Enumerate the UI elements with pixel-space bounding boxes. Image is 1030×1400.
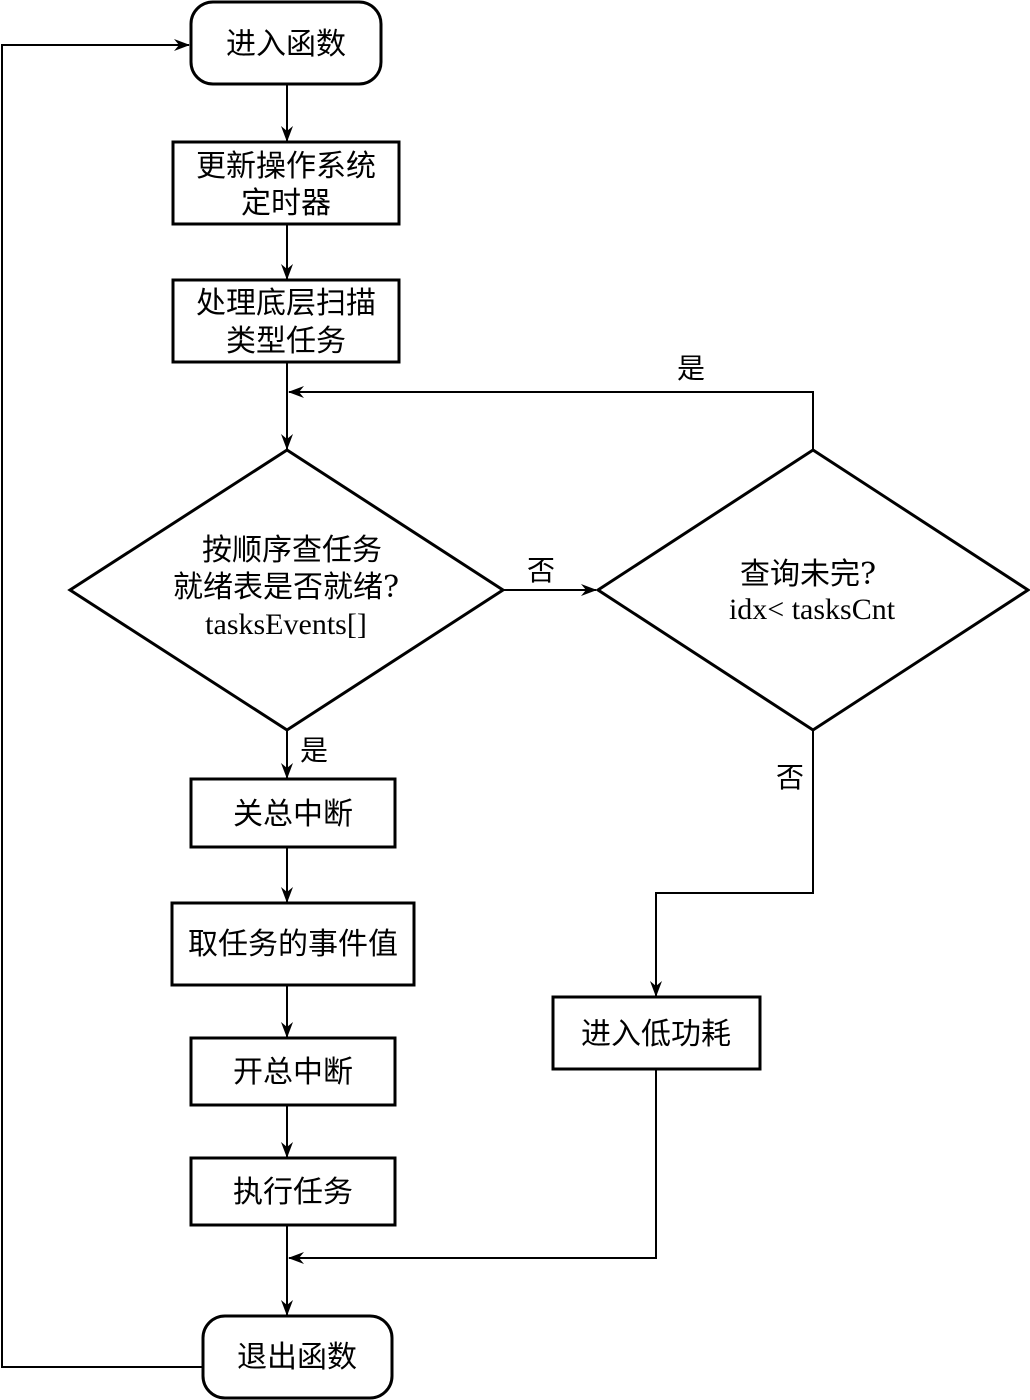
node-disable-interrupts: 关总中断 bbox=[189, 777, 397, 849]
label-ready-no: 否 bbox=[527, 554, 555, 587]
node-query-unfinished: 查询未完? idx< tasksCnt bbox=[595, 448, 1030, 732]
label-query-yes: 是 bbox=[677, 352, 705, 385]
node-process-scan-tasks: 处理底层扫描 类型任务 bbox=[171, 278, 401, 364]
node-enter-function: 进入函数 bbox=[189, 0, 383, 86]
node-execute-task: 执行任务 bbox=[189, 1156, 397, 1227]
arrow-exit-loop-back bbox=[1, 39, 203, 1368]
disable-interrupts-label: 关总中断 bbox=[233, 797, 353, 832]
check-ready-line-1: 按顺序查任务 bbox=[202, 533, 382, 568]
node-get-event-value: 取任务的事件值 bbox=[170, 901, 416, 987]
node-check-ready: 按顺序查任务 就绪表是否就绪? tasksEvents[] bbox=[67, 448, 506, 732]
get-event-value-label: 取任务的事件值 bbox=[188, 927, 398, 962]
process-scan-tasks-line-2: 类型任务 bbox=[226, 324, 346, 359]
query-unfinished-line-2: idx< tasksCnt bbox=[729, 593, 896, 626]
arrow-query-no-to-low-power bbox=[650, 730, 814, 997]
update-os-timer-line-1: 更新操作系统 bbox=[196, 149, 376, 184]
node-exit-function: 退出函数 bbox=[201, 1314, 394, 1400]
label-ready-yes: 是 bbox=[300, 734, 328, 767]
arrow-query-yes-loop bbox=[288, 386, 814, 450]
update-os-timer-line-2: 定时器 bbox=[241, 186, 331, 221]
node-update-os-timer: 更新操作系统 定时器 bbox=[171, 140, 401, 226]
check-ready-line-3: tasksEvents[] bbox=[205, 608, 367, 641]
enter-low-power-label: 进入低功耗 bbox=[581, 1017, 731, 1052]
execute-task-label: 执行任务 bbox=[233, 1175, 353, 1210]
query-unfinished-line-1: 查询未完? bbox=[740, 557, 876, 592]
check-ready-line-2: 就绪表是否就绪? bbox=[173, 570, 399, 605]
node-enable-interrupts: 开总中断 bbox=[189, 1036, 397, 1107]
process-scan-tasks-line-1: 处理底层扫描 bbox=[196, 286, 376, 321]
exit-function-label: 退出函数 bbox=[237, 1340, 357, 1375]
arrow-low-power-to-exit bbox=[288, 1069, 657, 1264]
label-query-no: 否 bbox=[776, 761, 804, 794]
node-enter-low-power: 进入低功耗 bbox=[551, 995, 762, 1071]
enable-interrupts-label: 开总中断 bbox=[233, 1055, 353, 1090]
enter-function-label: 进入函数 bbox=[226, 27, 346, 62]
